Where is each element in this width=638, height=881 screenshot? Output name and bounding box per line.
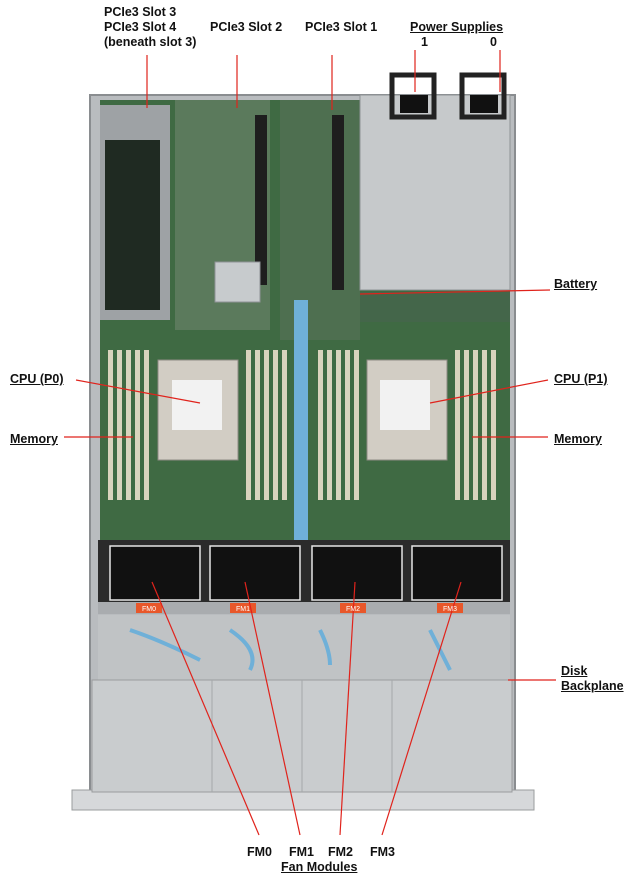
battery-area — [360, 292, 510, 322]
fan-tag-bar — [98, 602, 510, 614]
callout-lines — [64, 50, 556, 836]
fan-module-1 — [209, 545, 301, 601]
label-psu-0: 0 — [490, 35, 497, 49]
front-bezel — [71, 789, 535, 811]
sas-cable-bundle — [294, 300, 308, 600]
psu-0-handle — [459, 72, 507, 120]
riser-right — [280, 100, 360, 340]
psu-1-handle — [389, 72, 437, 120]
label-fm1: FM1 — [289, 845, 314, 859]
label-power-supplies: Power Supplies — [410, 20, 504, 34]
label-fm2: FM2 — [328, 845, 353, 859]
psu-0-fan — [470, 95, 498, 113]
label-memory-right: Memory — [554, 432, 602, 446]
callout-battery — [359, 289, 551, 295]
pcie-slot1-card — [332, 115, 344, 290]
memory-dimms-right — [318, 350, 496, 500]
cpu-p0-label — [172, 380, 222, 430]
callout-fm3 — [381, 581, 462, 836]
fan-tag-text-1: FM1 — [236, 606, 250, 613]
label-pcie-slot2: PCIe3 Slot 2 — [210, 20, 283, 34]
fan-module-0 — [109, 545, 201, 601]
callout-cpu-p0 — [75, 379, 201, 404]
pcie-slot2-card — [255, 115, 267, 285]
fan-module-3 — [411, 545, 503, 601]
callout-fm2 — [339, 581, 356, 836]
label-fan-modules: Fan Modules — [281, 860, 358, 874]
callout-cpu-p1 — [429, 379, 549, 404]
callout-fm1 — [244, 581, 301, 836]
fan-tag-3 — [437, 603, 463, 613]
label-memory-left: Memory — [10, 432, 58, 446]
fan-tag-1 — [230, 603, 256, 613]
psu-1-fan — [400, 95, 428, 113]
backplane-cables — [129, 628, 452, 671]
label-fm3: FM3 — [370, 845, 395, 859]
disk-backplane — [98, 615, 510, 680]
label-disk-backplane-line2: Backplane — [561, 679, 624, 693]
fan-tag-text-2: FM2 — [346, 606, 360, 613]
label-battery: Battery — [554, 277, 598, 291]
label-fm0: FM0 — [247, 845, 272, 859]
label-pcie-slot4-note: (beneath slot 3) — [104, 35, 197, 49]
fan-tag-text-0: FM0 — [142, 606, 156, 613]
fan-tag-0 — [136, 603, 162, 613]
fan-tag-text-3: FM3 — [443, 606, 457, 613]
label-pcie-slot4: PCIe3 Slot 4 — [104, 20, 177, 34]
memory-dimms-left — [108, 350, 287, 500]
label-cpu-p0: CPU (P0) — [10, 372, 64, 386]
fan-module-2 — [311, 545, 403, 601]
chipset-heatsink — [214, 261, 261, 303]
power-supply-bay — [359, 94, 511, 291]
label-disk-backplane-line1: Disk — [561, 664, 588, 678]
callout-fm0 — [151, 581, 260, 836]
fan-modules — [109, 545, 503, 601]
cpu-p1-label — [380, 380, 430, 430]
label-cpu-p1: CPU (P1) — [554, 372, 608, 386]
label-pcie-slot1: PCIe3 Slot 1 — [305, 20, 378, 34]
label-psu-1: 1 — [421, 35, 428, 49]
pcie-card-slot3 — [105, 140, 160, 310]
label-pcie-slot3: PCIe3 Slot 3 — [104, 5, 177, 19]
